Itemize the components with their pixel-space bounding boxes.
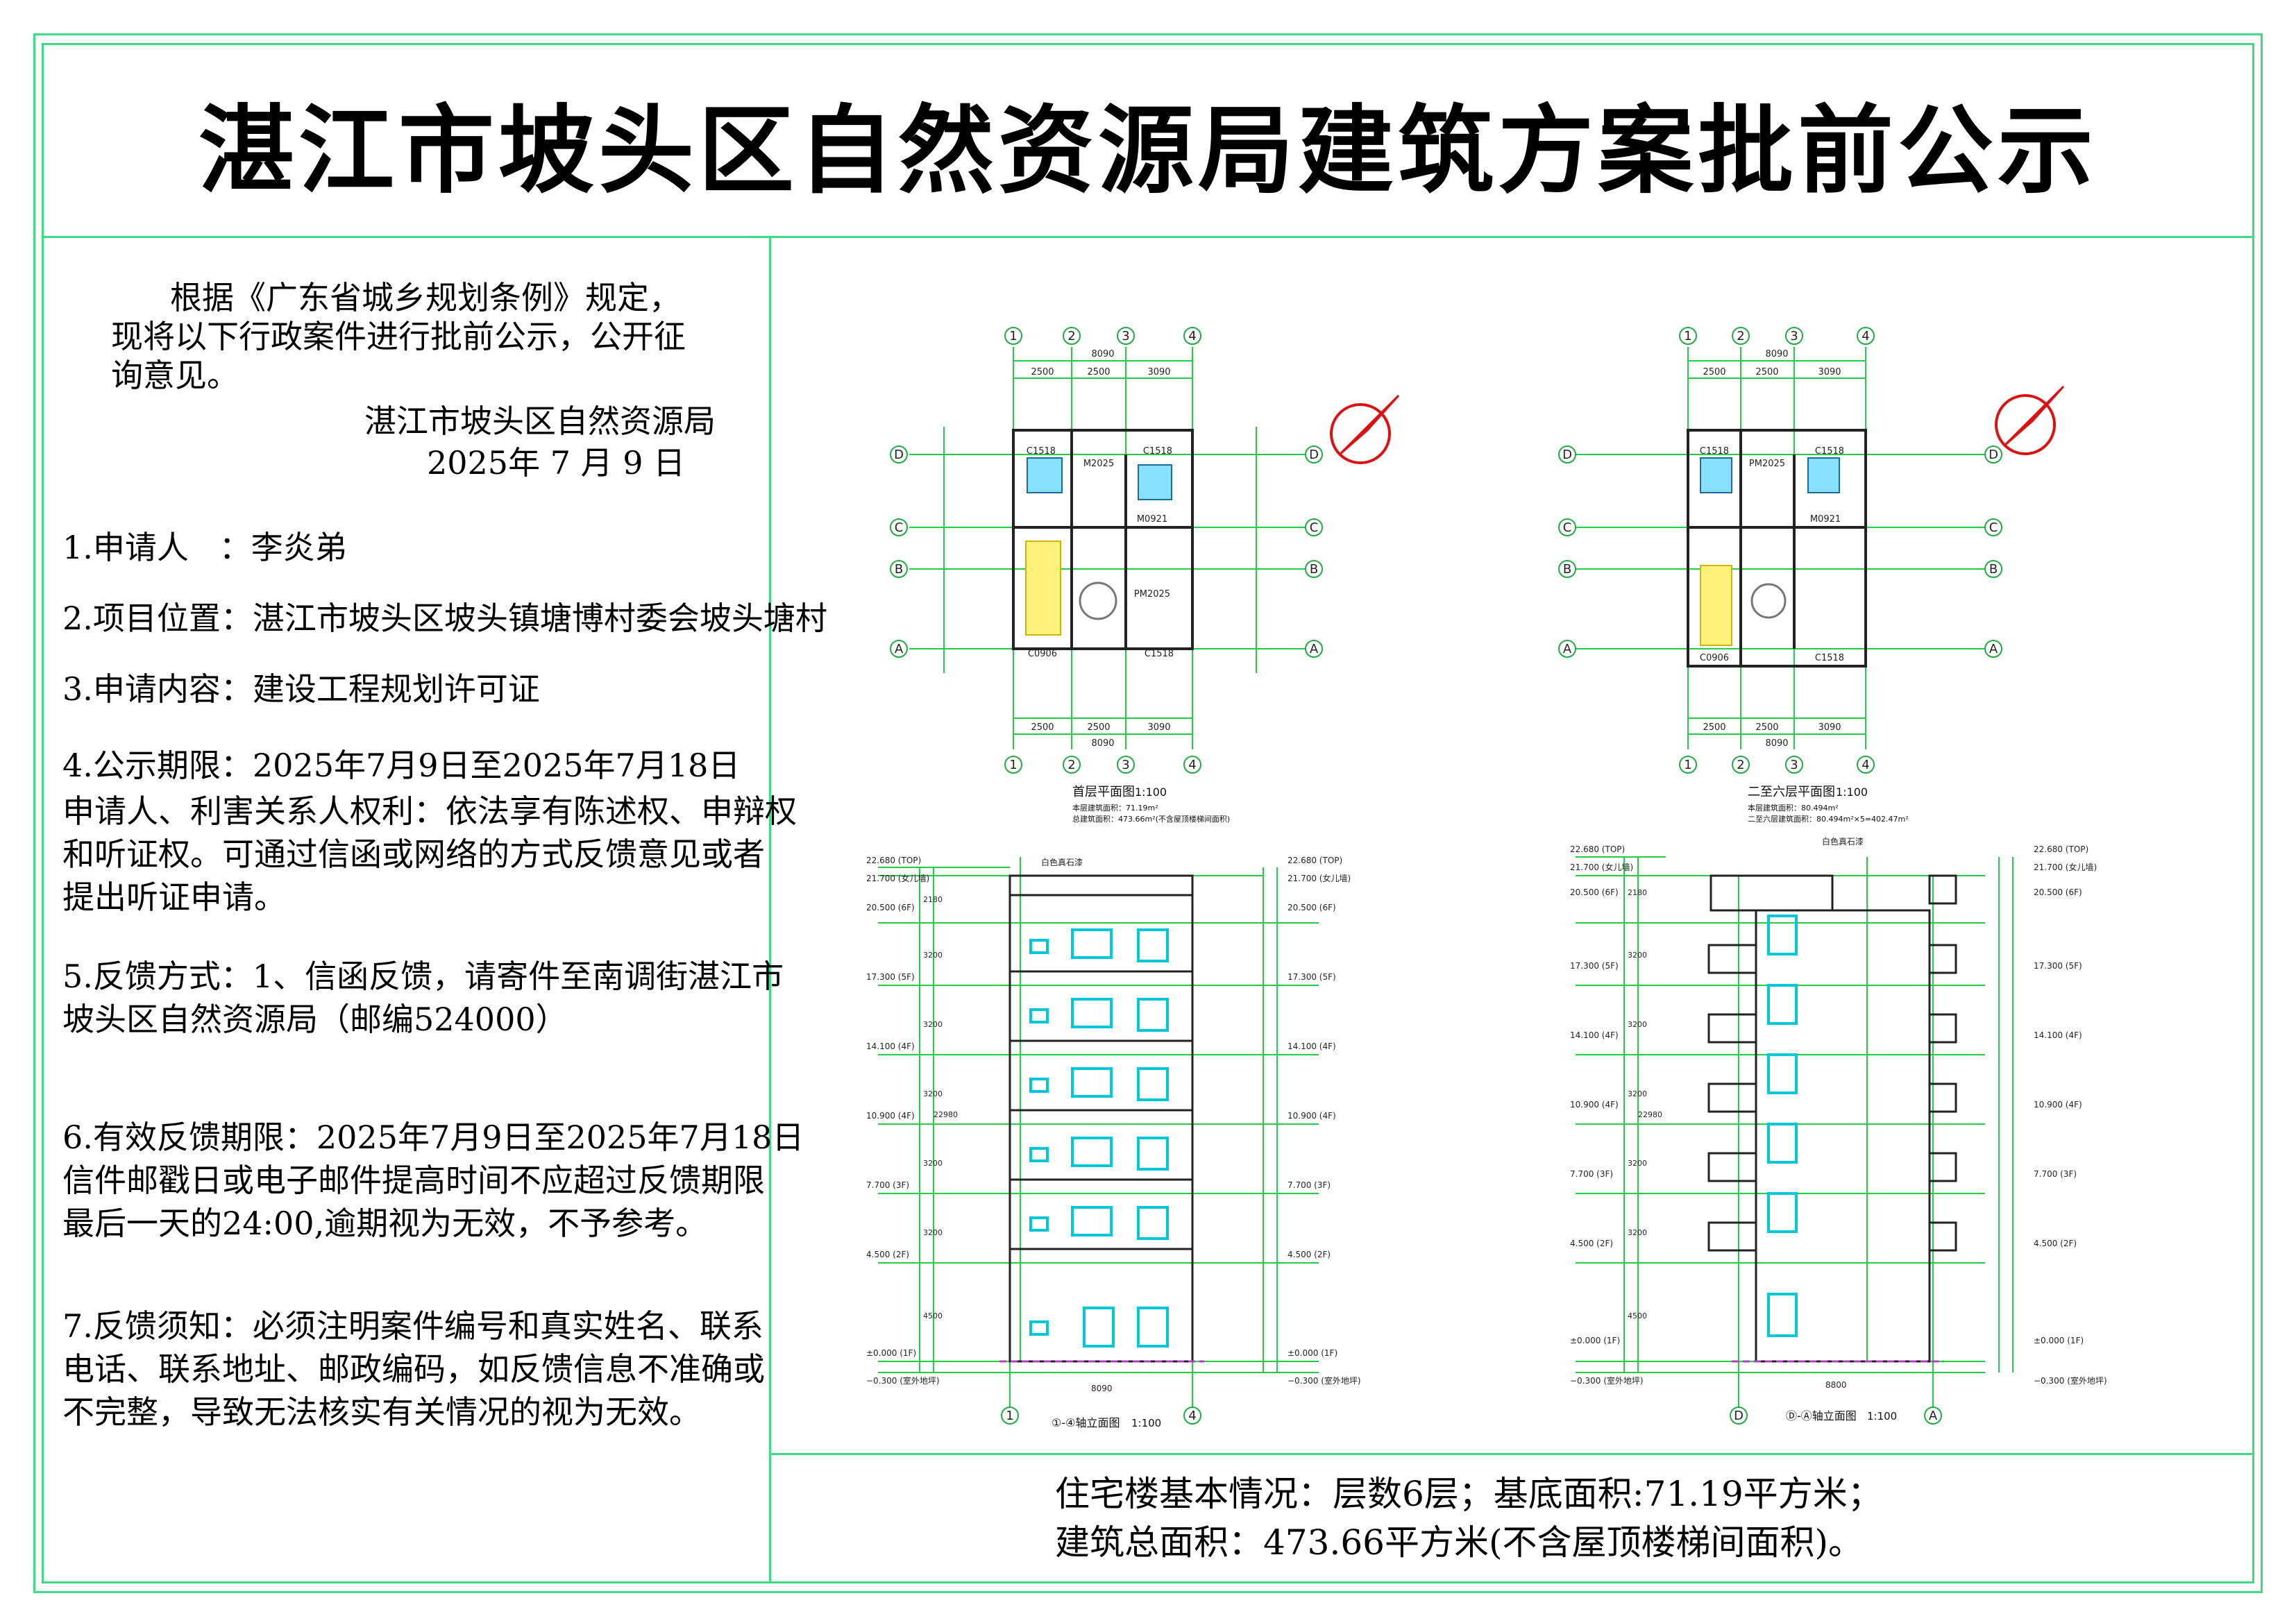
item-valid-period-2: 信件邮戳日或电子邮件提高时间不应超过反馈期限 bbox=[62, 1162, 765, 1199]
item-applicant: 1.申请人 ：李炎弟 bbox=[62, 529, 347, 566]
page-title: 湛江市坡头区自然资源局建筑方案批前公示 bbox=[198, 94, 2097, 207]
column-divider bbox=[769, 236, 771, 1583]
item-period: 4.公示期限：2025年7月9日至2025年7月18日 bbox=[62, 747, 741, 784]
notice-issuer: 湛江市坡头区自然资源局 bbox=[364, 402, 716, 440]
item-notes-3: 不完整，导致无法核实有关情况的视为无效。 bbox=[62, 1393, 701, 1431]
notice-date: 2025年 7 月 9 日 bbox=[427, 444, 686, 482]
item-feedback-method-1: 5.反馈方式：1、信函反馈，请寄件至南调街湛江市 bbox=[62, 958, 784, 995]
item-notes-1: 7.反馈须知：必须注明案件编号和真实姓名、联系 bbox=[62, 1307, 763, 1345]
notice-intro-3: 询意见。 bbox=[111, 357, 239, 394]
item-valid-period-3: 最后一天的24:00,逾期视为无效，不予参考。 bbox=[62, 1205, 708, 1242]
item-rights-1: 申请人、利害关系人权利：依法享有陈述权、申辩权 bbox=[62, 792, 797, 830]
drawing-divider bbox=[769, 1453, 2254, 1455]
notice-intro-1: 根据《广东省城乡规划条例》规定， bbox=[170, 279, 681, 316]
item-content: 3.申请内容：建设工程规划许可证 bbox=[62, 670, 540, 708]
item-feedback-method-2: 坡头区自然资源局（邮编524000） bbox=[62, 1001, 568, 1038]
notice-intro-2: 现将以下行政案件进行批前公示，公开征 bbox=[111, 318, 686, 355]
summary-line-1: 住宅楼基本情况：层数6层；基底面积:71.19平方米； bbox=[1055, 1474, 1882, 1514]
outer-frame bbox=[33, 33, 2263, 1593]
item-rights-3: 提出听证申请。 bbox=[62, 878, 286, 916]
item-rights-2: 和听证权。可通过信函或网络的方式反馈意见或者 bbox=[62, 835, 765, 873]
summary-line-2: 建筑总面积：473.66平方米(不含屋顶楼梯间面积)。 bbox=[1055, 1522, 1863, 1563]
title-divider bbox=[42, 236, 2254, 238]
item-notes-2: 电话、联系地址、邮政编码，如反馈信息不准确或 bbox=[62, 1350, 765, 1388]
inner-frame bbox=[42, 43, 2254, 1583]
item-valid-period-1: 6.有效反馈期限：2025年7月9日至2025年7月18日 bbox=[62, 1119, 804, 1156]
item-location: 2.项目位置：湛江市坡头区坡头镇塘博村委会坡头塘村 bbox=[62, 600, 827, 637]
